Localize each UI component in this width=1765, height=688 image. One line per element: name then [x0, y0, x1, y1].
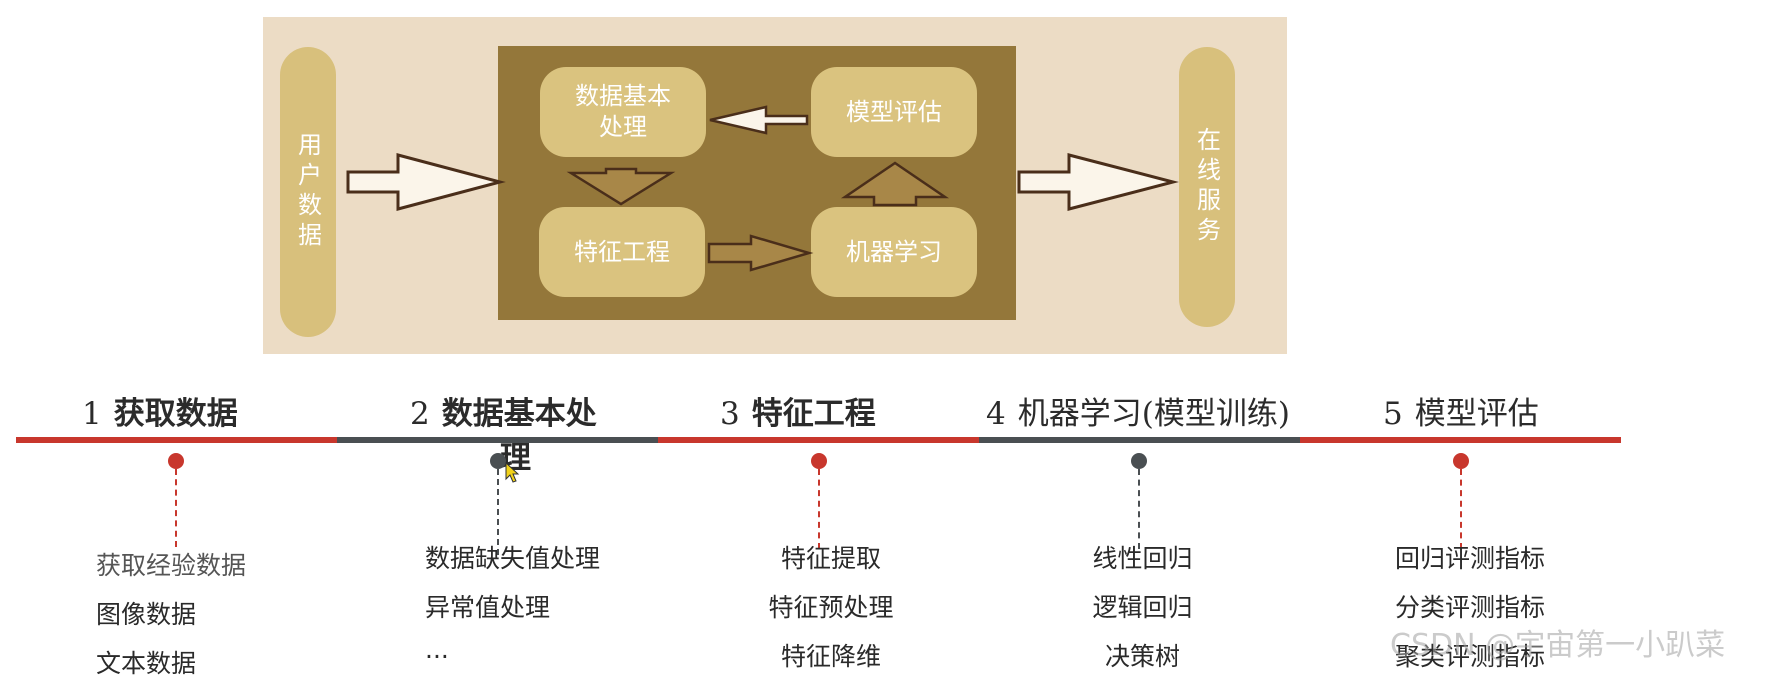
timeline-segment-3 [658, 437, 979, 443]
node-preprocess: 数据基本 处理 [540, 67, 706, 157]
online-service-label: 在线服务 [1192, 127, 1221, 247]
timeline-dot-4 [1131, 453, 1147, 469]
diagram-arrows [346, 105, 1179, 272]
list-item: ··· [425, 642, 449, 671]
timeline-dot-2 [490, 453, 506, 469]
list-item: 聚类评测指标 [1395, 642, 1546, 671]
arrow-eval-to-preprocess [709, 105, 809, 135]
node-preprocess-line1: 数据基本 [575, 82, 671, 110]
ml-workflow-diagram: 用户数据 在线服务 数据基本 处理 模型评估 特征工程 机器学习 [263, 17, 1287, 354]
node-learning: 机器学习 [811, 207, 977, 297]
timeline-dot-3 [811, 453, 827, 469]
arrow-preprocess-to-feature [566, 167, 676, 206]
timeline-segment-4 [979, 437, 1300, 443]
timeline-connector-2 [497, 469, 499, 555]
list-item: 异常值处理 [425, 593, 551, 622]
list-item: 决策树 [1104, 642, 1180, 671]
list-item: 特征预处理 [768, 593, 894, 622]
timeline-dot-1 [168, 453, 184, 469]
node-feature-label: 特征工程 [574, 237, 670, 266]
step-4-items: 线性回归 逻辑回归 决策树 [1075, 534, 1210, 681]
timeline-connector-5 [1460, 469, 1462, 549]
node-preprocess-line2: 处理 [599, 113, 647, 141]
list-item: 文本数据 [96, 649, 197, 678]
timeline-connector-3 [818, 469, 820, 549]
timeline-segment-2 [337, 437, 658, 443]
list-item: 特征降维 [780, 642, 881, 671]
arrow-feature-to-learning [707, 234, 814, 272]
timeline-segment-5 [1300, 437, 1621, 443]
timeline-dot-5 [1453, 453, 1469, 469]
watermark: CSDN @宇宙第一小趴菜 [1390, 628, 1726, 663]
arrow-learning-to-eval [840, 161, 950, 207]
list-item: 逻辑回归 [1092, 593, 1193, 622]
arrow-input [346, 153, 506, 211]
timeline-connector-1 [175, 469, 177, 547]
list-item: 特征提取 [780, 544, 881, 573]
list-item: 数据缺失值处理 [425, 544, 601, 573]
list-item: 分类评测指标 [1395, 593, 1546, 622]
node-learning-label: 机器学习 [846, 237, 942, 266]
timeline-segment-1 [16, 437, 337, 443]
step-1-items: 获取经验数据 图像数据 文本数据 [96, 541, 246, 688]
node-evaluate-label: 模型评估 [846, 97, 942, 126]
list-item: 图像数据 [96, 600, 197, 629]
list-item: 回归评测指标 [1395, 544, 1546, 573]
step-2-items: 数据缺失值处理 异常值处理 ··· [425, 534, 600, 681]
node-feature: 特征工程 [539, 207, 705, 297]
mouse-cursor-icon [505, 462, 520, 483]
list-item: 线性回归 [1092, 544, 1193, 573]
online-service-pill: 在线服务 [1179, 47, 1235, 327]
timeline-connector-4 [1138, 469, 1140, 549]
step-5-items: 回归评测指标 分类评测指标 聚类评测指标 [1395, 534, 1545, 681]
list-item: 获取经验数据 [96, 551, 247, 580]
user-data-pill: 用户数据 [280, 47, 336, 337]
node-evaluate: 模型评估 [811, 67, 977, 157]
user-data-label: 用户数据 [293, 132, 322, 252]
arrow-output [1017, 153, 1179, 211]
step-3-items: 特征提取 特征预处理 特征降维 [766, 534, 896, 681]
